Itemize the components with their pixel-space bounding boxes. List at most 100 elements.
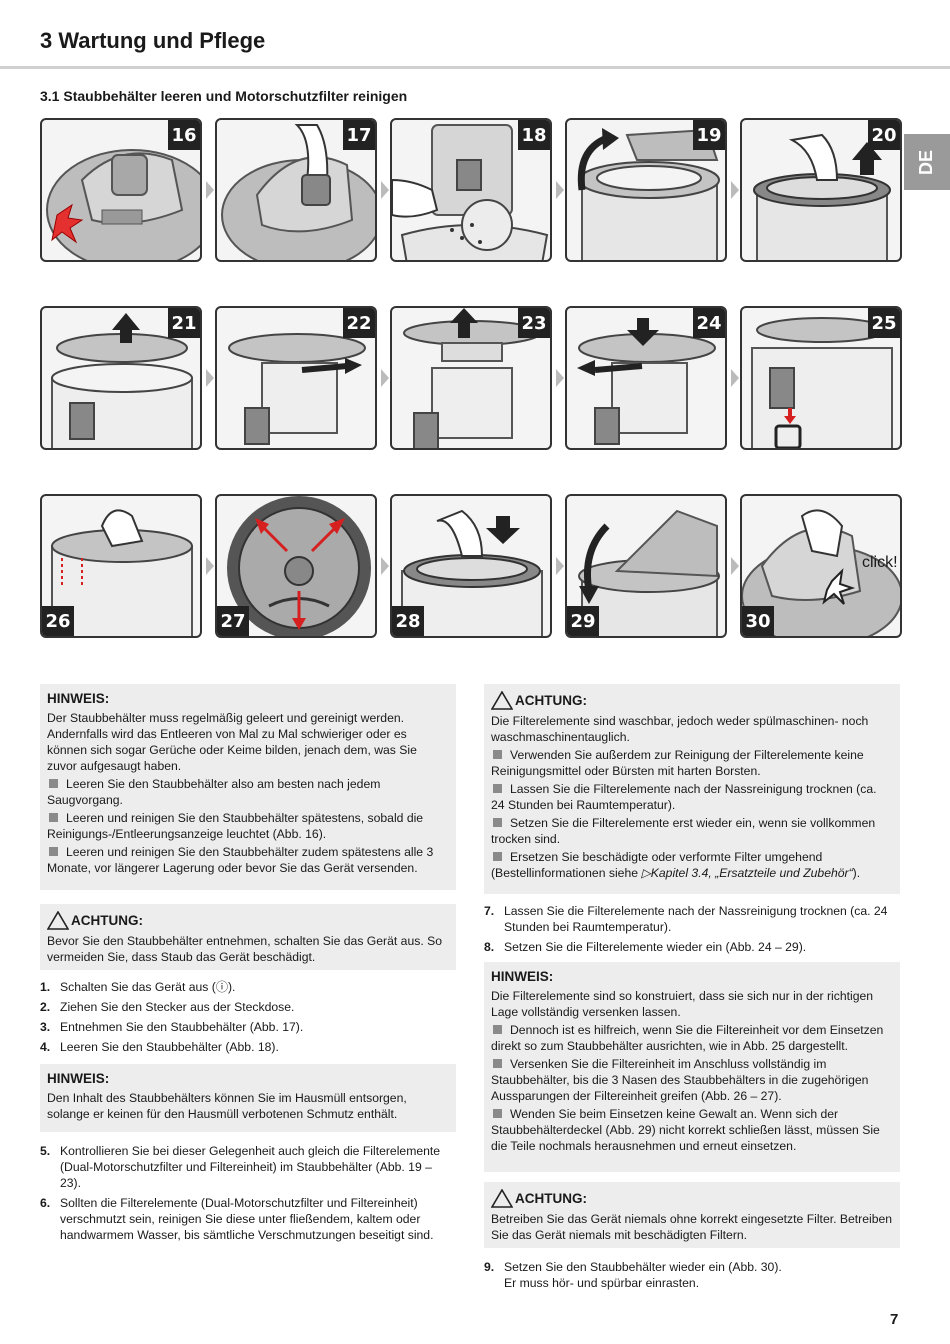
- step-arrow: [556, 369, 564, 387]
- figure-number: 28: [392, 606, 424, 636]
- warning-text: Betreiben Sie das Gerät niemals ohne kor…: [491, 1212, 893, 1242]
- box-title: HINWEIS:: [491, 969, 554, 984]
- insert-motor-filter-illustration: [401, 509, 543, 636]
- empty-container-illustration: [392, 124, 549, 260]
- step-item: 7.Lassen Sie die Filterelemente nach der…: [484, 904, 888, 934]
- bullet-item: Wenden Sie beim Einsetzen keine Gewalt a…: [491, 1107, 880, 1153]
- figure-number: 18: [518, 120, 550, 150]
- lift-filter-illustration: [753, 133, 891, 260]
- steps-list-3: 7.Lassen Sie die Filterelemente nach der…: [484, 903, 900, 959]
- bullet-square-icon: [493, 1109, 502, 1118]
- step-item: 2.Ziehen Sie den Stecker aus der Steckdo…: [40, 1000, 295, 1014]
- page-number: 7: [890, 1311, 899, 1328]
- warning-triangle-icon: [491, 1189, 513, 1208]
- figure-number: 25: [868, 308, 900, 338]
- click-label: click!: [862, 554, 898, 571]
- close-lid-illustration: [578, 509, 720, 636]
- box-title: HINWEIS:: [47, 691, 110, 706]
- bullet-item: Leeren Sie den Staubbehälter also am bes…: [47, 777, 381, 807]
- step-arrow: [731, 557, 739, 575]
- figure-number: 23: [518, 308, 550, 338]
- chapter-divider: [0, 66, 950, 69]
- chapter-reference-link[interactable]: ▷Kapitel 3.4, „Ersatzteile und Zubehör“: [641, 866, 853, 880]
- figure-number: 16: [168, 120, 200, 150]
- step-item: 3.Entnehmen Sie den Staubbehälter (Abb. …: [40, 1020, 304, 1034]
- note-text: Die Filterelemente sind so konstruiert, …: [491, 989, 874, 1019]
- box-title: ACHTUNG:: [515, 1190, 587, 1206]
- step-arrow: [381, 181, 389, 199]
- steps-list-1: 1.Schalten Sie das Gerät aus (ⓘ). 2.Zieh…: [40, 979, 456, 1059]
- figure-30: click! 30: [740, 494, 902, 638]
- figure-17: 17: [215, 118, 377, 262]
- language-tab: DE: [904, 134, 950, 190]
- figure-21: 21: [40, 306, 202, 450]
- step-item: 9.Setzen Sie den Staubbehälter wieder ei…: [484, 1260, 782, 1290]
- hinweis-box-2: HINWEIS: Den Inhalt des Staubbehälters k…: [40, 1064, 456, 1132]
- hinweis-box-3: HINWEIS: Die Filterelemente sind so kons…: [484, 962, 900, 1172]
- reinsert-container-illustration: [742, 509, 900, 636]
- bullet-square-icon: [493, 750, 502, 759]
- note-text: Der Staubbehälter muss regelmäßig geleer…: [47, 711, 417, 773]
- insert-filter-illustration: [577, 318, 716, 445]
- filter-top-view-illustration: [227, 496, 371, 636]
- section-title: 3.1 Staubbehälter leeren und Motorschutz…: [40, 88, 408, 104]
- bullet-item: Lassen Sie die Filterelemente nach der N…: [491, 782, 877, 812]
- figure-29: 29: [565, 494, 727, 638]
- bullet-square-icon: [493, 784, 502, 793]
- figure-number: 30: [742, 606, 774, 636]
- figure-number: 21: [168, 308, 200, 338]
- figure-23: 23: [390, 306, 552, 450]
- bullet-item: Verwenden Sie außerdem zur Reinigung der…: [491, 748, 864, 778]
- open-lid-illustration: [577, 128, 720, 260]
- figure-26: 26: [40, 494, 202, 638]
- achtung-box-1: ACHTUNG: Bevor Sie den Staubbehälter ent…: [40, 904, 456, 970]
- bullet-square-icon: [493, 1059, 502, 1068]
- press-filter-illustration: [51, 509, 193, 636]
- figure-number: 22: [343, 308, 375, 338]
- step-arrow: [556, 181, 564, 199]
- step-item: 8.Setzen Sie die Filterelemente wieder e…: [484, 940, 807, 954]
- step-item: 6.Sollten die Filterelemente (Dual-Motor…: [40, 1196, 434, 1242]
- step-arrow: [206, 181, 214, 199]
- step-item: 5.Kontrollieren Sie bei dieser Gelegenhe…: [40, 1144, 441, 1190]
- box-title: ACHTUNG:: [71, 912, 143, 928]
- bullet-item: Setzen Sie die Filterelemente erst wiede…: [491, 816, 876, 846]
- note-text: Den Inhalt des Staubbehälters können Sie…: [47, 1091, 407, 1121]
- warning-text: Die Filterelemente sind waschbar, jedoch…: [491, 714, 869, 744]
- figure-number: 27: [217, 606, 249, 636]
- bullet-square-icon: [493, 852, 502, 861]
- warning-triangle-icon: [47, 911, 69, 930]
- steps-list-4: 9.Setzen Sie den Staubbehälter wieder ei…: [484, 1259, 900, 1295]
- figure-number: 20: [868, 120, 900, 150]
- bullet-item: Ersetzen Sie beschädigte oder verformte …: [491, 850, 861, 880]
- figure-25: 25: [740, 306, 902, 450]
- bullet-item: Dennoch ist es hilfreich, wenn Sie die F…: [491, 1023, 884, 1053]
- step-arrow: [731, 181, 739, 199]
- remove-filter-unit-illustration: [51, 313, 193, 448]
- hinweis-box-1: HINWEIS: Der Staubbehälter muss regelmäß…: [40, 684, 456, 890]
- step-item: 4.Leeren Sie den Staubbehälter (Abb. 18)…: [40, 1040, 279, 1054]
- step-arrow: [381, 557, 389, 575]
- step-arrow: [206, 557, 214, 575]
- steps-list-2: 5.Kontrollieren Sie bei dieser Gelegenhe…: [40, 1143, 456, 1247]
- bullet-item: Leeren und reinigen Sie den Staubbehälte…: [47, 811, 424, 841]
- step-arrow: [731, 369, 739, 387]
- bullet-square-icon: [493, 1025, 502, 1034]
- figure-number: 29: [567, 606, 599, 636]
- step-arrow: [556, 557, 564, 575]
- bullet-square-icon: [49, 847, 58, 856]
- bullet-item: Leeren und reinigen Sie den Staubbehälte…: [47, 845, 434, 875]
- bullet-square-icon: [49, 813, 58, 822]
- figure-number: 24: [693, 308, 725, 338]
- achtung-box-3: ACHTUNG: Betreiben Sie das Gerät niemals…: [484, 1182, 900, 1248]
- separate-filter-illustration: [403, 308, 541, 448]
- warning-text: Bevor Sie den Staubbehälter entnehmen, s…: [47, 934, 442, 964]
- figure-16: 16: [40, 118, 202, 262]
- box-title: ACHTUNG:: [515, 692, 587, 708]
- figure-number: 19: [693, 120, 725, 150]
- figure-19: 19: [565, 118, 727, 262]
- bullet-square-icon: [493, 818, 502, 827]
- vacuum-lid-illustration: [46, 149, 200, 260]
- step-arrow: [206, 369, 214, 387]
- figure-18: 18: [390, 118, 552, 262]
